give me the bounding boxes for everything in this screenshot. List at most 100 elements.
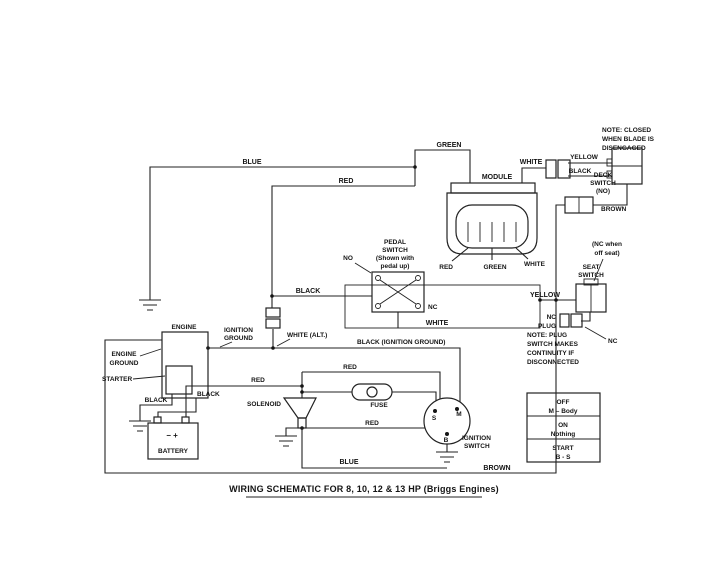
- seat-note-line: (NC when: [592, 241, 622, 248]
- engine-shape: [161, 331, 209, 399]
- engine-ground-label: GROUND: [110, 360, 139, 367]
- wire-label-black: BLACK: [145, 397, 168, 404]
- white-alt-label: WHITE (ALT.): [287, 332, 327, 339]
- blade-note-line: NOTE: CLOSED: [602, 127, 651, 134]
- seat-switch-label: SWITCH: [578, 272, 604, 279]
- wire-label-brown: BROWN: [483, 465, 510, 472]
- junction: [271, 346, 275, 350]
- wire-fuse-leads: [302, 391, 437, 401]
- alternator-plug-shape: [265, 307, 281, 329]
- wire-ignition-ground-pointer: [219, 341, 233, 348]
- junction: [554, 298, 558, 302]
- fuse-element: [366, 386, 378, 398]
- starter-label: STARTER: [102, 376, 133, 383]
- pedal-switch-label: (Shown with: [376, 255, 414, 262]
- deck-switch-label: DECK: [594, 172, 613, 179]
- ground-icon: [129, 420, 151, 432]
- battery-terminal: [181, 416, 190, 424]
- fuse-label: FUSE: [370, 402, 388, 409]
- module-shape: [446, 182, 538, 255]
- pedal-switch-contacts: [379, 279, 417, 305]
- wire-outer-loop-brown: [104, 204, 565, 474]
- solenoid-funnel: [282, 397, 317, 419]
- pedal-circuit-box: [344, 284, 541, 329]
- starter-body: [165, 365, 193, 395]
- terminal-b-label: B: [444, 437, 449, 444]
- junction: [300, 384, 304, 388]
- deck-switch-tab: [606, 170, 613, 179]
- pedal-switch-label: PEDAL: [384, 239, 406, 246]
- nc-seat-label: NC: [608, 338, 618, 345]
- module-body: [446, 192, 538, 255]
- table-border: [526, 392, 601, 463]
- wire-blue-bottom: [301, 428, 447, 469]
- plug-note-line: DISCONNECTED: [527, 359, 579, 366]
- table-pos: ON: [558, 422, 568, 429]
- wire-nc-pointer: [584, 326, 607, 340]
- nc-plug-label: NC: [547, 314, 557, 321]
- black-ignition-ground-label: BLACK (IGNITION GROUND): [357, 339, 445, 346]
- junction: [413, 165, 417, 169]
- seat-switch-label: SEAT: [583, 264, 600, 271]
- module-pins: [467, 222, 517, 242]
- battery-terminal: [153, 416, 162, 424]
- battery-label: BATTERY: [158, 448, 189, 455]
- deck-switch-shape: [606, 147, 643, 185]
- no-label: NO: [343, 255, 353, 262]
- table-val: M – Body: [549, 408, 578, 415]
- junction: [270, 294, 274, 298]
- plug-half: [265, 318, 281, 329]
- ignition-terminal: [455, 407, 459, 411]
- ignition-terminal: [445, 432, 449, 436]
- junction: [538, 298, 542, 302]
- deck-switch-tab: [606, 158, 613, 167]
- solenoid-shape: [282, 397, 317, 429]
- plug-half: [545, 159, 557, 179]
- deck-switch-label: (NO): [596, 188, 610, 195]
- wire-label-yellow: YELLOW: [570, 154, 599, 161]
- wire-seat-note-pointer: [593, 258, 604, 282]
- table-row-divider: [527, 415, 600, 440]
- plug-half: [570, 313, 583, 328]
- wire-blue-top: [149, 166, 415, 300]
- terminal-m-label: M: [456, 411, 461, 418]
- module-inner: [455, 204, 529, 249]
- ground-icon: [436, 451, 458, 463]
- wire-label-black: BLACK: [197, 391, 220, 398]
- module-pin-white: WHITE: [524, 261, 546, 268]
- blade-note-line: DISENGAGED: [602, 145, 646, 152]
- seat-note-line: off seat): [594, 250, 619, 257]
- module-label: MODULE: [482, 174, 513, 181]
- wire-red-ignition-top: [302, 371, 441, 399]
- wires: [104, 149, 628, 474]
- brown-plug-shape: [564, 196, 594, 214]
- ignition-switch-label: SWITCH: [464, 443, 490, 450]
- plug-note-line: CONTINUITY IF: [527, 350, 574, 357]
- nc-plug-label: PLUG: [538, 323, 556, 330]
- wire-battery-black: [157, 398, 197, 417]
- wire-label-blue: BLUE: [339, 459, 358, 466]
- plug-half: [265, 307, 281, 318]
- wire-label-white: WHITE: [426, 320, 449, 327]
- wire-starter-pointer: [132, 375, 166, 380]
- blade-note-line: WHEN BLADE IS: [602, 136, 655, 143]
- wire-label-yellow: YELLOW: [530, 292, 560, 299]
- wire-seat-stem: [581, 312, 591, 322]
- ignition-switch-shape: [423, 397, 471, 445]
- wire-label-red: RED: [251, 377, 265, 384]
- engine-ground-label: ENGINE: [112, 351, 138, 358]
- battery-shape: [147, 416, 199, 460]
- wire-label-brown: BROWN: [601, 206, 627, 213]
- ground-icon: [275, 435, 297, 447]
- wire-label-red: RED: [343, 364, 357, 371]
- table-val: Nothing: [551, 431, 576, 438]
- pedal-switch-shape: [371, 271, 425, 313]
- junction: [300, 390, 304, 394]
- pedal-terminal: [375, 275, 381, 281]
- table-pos: START: [552, 445, 573, 452]
- plug-note-line: NOTE: PLUG: [527, 332, 567, 339]
- plug-half: [559, 313, 570, 328]
- plug-note-line: SWITCH MAKES: [527, 341, 579, 348]
- ignition-switch-body: [423, 397, 471, 445]
